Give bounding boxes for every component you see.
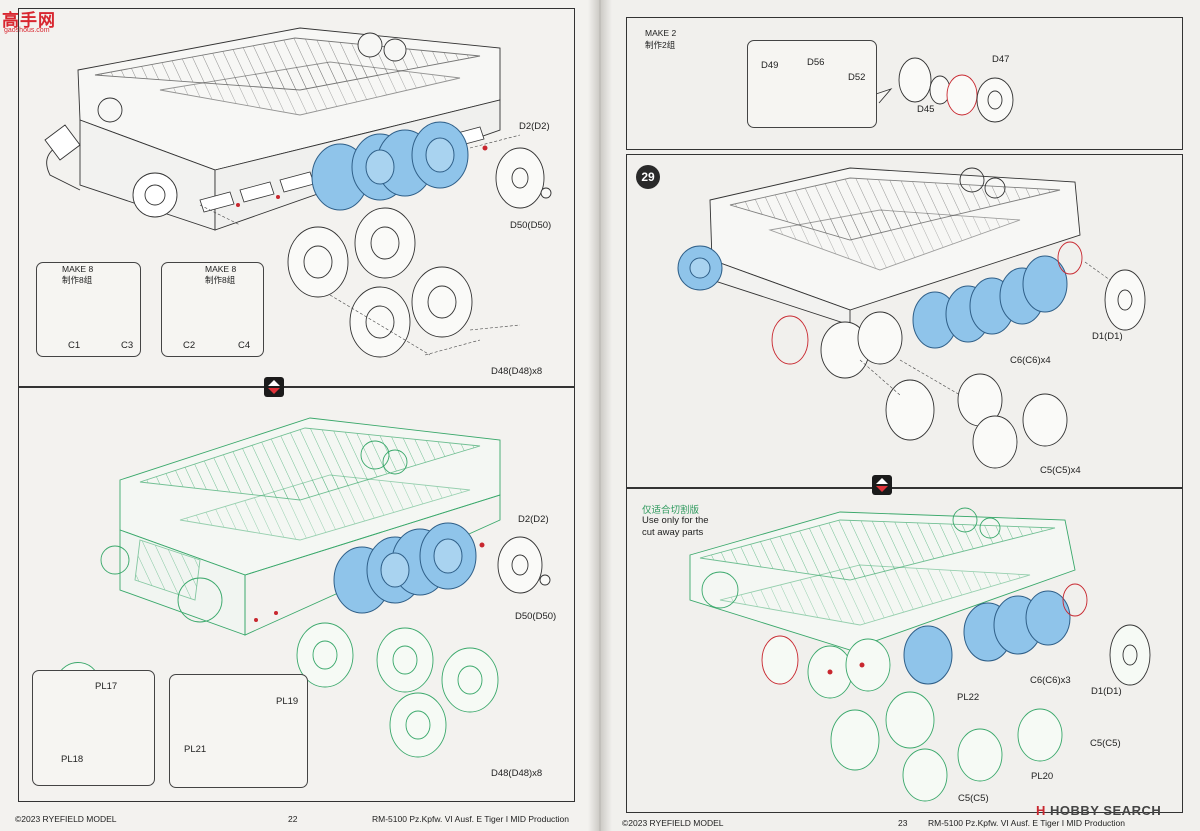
part-d45-label: D45 — [917, 104, 935, 115]
callout-d48-bottom: D48(D48)x8 — [491, 768, 543, 779]
cutaway-outer-wheels — [761, 583, 1151, 802]
callout-pl22: PL22 — [957, 692, 980, 703]
page-number-right: 23 — [898, 818, 908, 828]
make-2-title: MAKE 2 — [645, 28, 677, 38]
callout-d50-bottom: D50(D50) — [515, 611, 557, 622]
step-29-hull — [709, 167, 1081, 326]
make-box-c1-c3 — [36, 262, 141, 357]
part-d49-label: D49 — [761, 60, 779, 71]
callout-d48-top: D48(D48)x8 — [491, 366, 543, 377]
make-box-pointer — [875, 88, 893, 104]
pl21-label: PL21 — [184, 744, 207, 755]
cutaway-note-line1: Use only for the — [642, 515, 709, 526]
hobby-search-watermark: H HOBBY SEARCH — [1036, 803, 1161, 818]
callout-pl20: PL20 — [1031, 771, 1054, 782]
hobby-search-mark: H — [1036, 803, 1046, 818]
pl-box-pl17-pl18 — [32, 670, 155, 786]
left-top-outer-wheels — [287, 147, 552, 358]
left-bottom-panel — [18, 386, 575, 802]
callout-d1-step: D1(D1) — [1092, 331, 1123, 342]
left-top-hull — [44, 27, 501, 231]
cutaway-note-cn: 仅适合切割版 — [642, 505, 700, 516]
cutaway-blue-wheels — [903, 590, 1071, 685]
make-box-1-title: MAKE 8 — [62, 264, 94, 274]
make-box-2-part-a: C2 — [183, 340, 196, 351]
left-top-panel — [18, 8, 575, 388]
left-bottom-hull — [100, 417, 501, 636]
callout-c5-cutaway-b: C5(C5) — [958, 793, 989, 804]
pl17-label: PL17 — [95, 681, 118, 692]
part-d47-label: D47 — [992, 54, 1010, 65]
pl18-label: PL18 — [61, 754, 84, 765]
right-make-panel — [626, 17, 1183, 150]
step-29-guides — [859, 261, 1111, 396]
watermark-logo: 高手网 — [2, 11, 56, 30]
page-gutter — [588, 0, 612, 831]
left-top-guides — [199, 134, 521, 356]
part-d56-label: D56 — [807, 57, 825, 68]
callout-c5-cutaway-a: C5(C5) — [1090, 738, 1121, 749]
footer-product-right: RM-5100 Pz.Kpfw. VI Ausf. E Tiger I MID … — [928, 818, 1125, 828]
cutaway-note-line2: cut away parts — [642, 527, 704, 538]
step-29-outer-wheels — [771, 241, 1146, 469]
left-bottom-d2 — [497, 536, 551, 594]
make-box-2-title: MAKE 8 — [205, 264, 237, 274]
left-top-blue-wheels — [311, 121, 469, 211]
make-2-title-cn: 制作2组 — [645, 40, 676, 50]
make-box-1-part-a: C1 — [68, 340, 81, 351]
pl-box-pl19-pl21 — [169, 674, 308, 788]
pl19-label: PL19 — [276, 696, 299, 707]
callout-d2-bottom: D2(D2) — [518, 514, 549, 525]
step-29-panel — [626, 154, 1183, 489]
hobby-search-text: HOBBY SEARCH — [1050, 803, 1162, 818]
swap-variant-icon-left — [264, 377, 284, 397]
callout-d50-top: D50(D50) — [510, 220, 552, 231]
footer-product-left: RM-5100 Pz.Kpfw. VI Ausf. E Tiger I MID … — [372, 814, 569, 824]
callout-c6-step: C6(C6)x4 — [1010, 355, 1051, 366]
callout-d1-cutaway: D1(D1) — [1091, 686, 1122, 697]
callout-c5-step: C5(C5)x4 — [1040, 465, 1081, 476]
make-box-1-part-b: C3 — [121, 340, 134, 351]
watermark-logo-sub: gaoshous.com — [4, 27, 50, 34]
step-29-blue-wheels — [912, 255, 1068, 349]
make-box-2-part-b: C4 — [238, 340, 251, 351]
make-box-2-title-cn: 制作8组 — [205, 275, 236, 285]
cutaway-hull — [689, 507, 1076, 651]
left-bottom-blue-wheels — [333, 522, 477, 614]
callout-c6-cutaway: C6(C6)x3 — [1030, 675, 1071, 686]
make-box-c2-c4 — [161, 262, 264, 357]
left-bottom-outer-wheels — [296, 622, 499, 758]
step-29-sprocket — [677, 245, 723, 291]
swap-variant-icon-right — [872, 475, 892, 495]
cutaway-panel — [626, 487, 1183, 813]
callout-d2-top: D2(D2) — [519, 121, 550, 132]
make-box-1-title-cn: 制作8组 — [62, 275, 93, 285]
footer-copyright-right: ©2023 RYEFIELD MODEL — [622, 818, 724, 828]
page-number-left: 22 — [288, 814, 298, 824]
footer-copyright-left: ©2023 RYEFIELD MODEL — [15, 814, 117, 824]
make-box-d-parts — [747, 40, 877, 128]
step-number-badge: 29 — [636, 165, 660, 189]
part-d52-label: D52 — [848, 72, 866, 83]
